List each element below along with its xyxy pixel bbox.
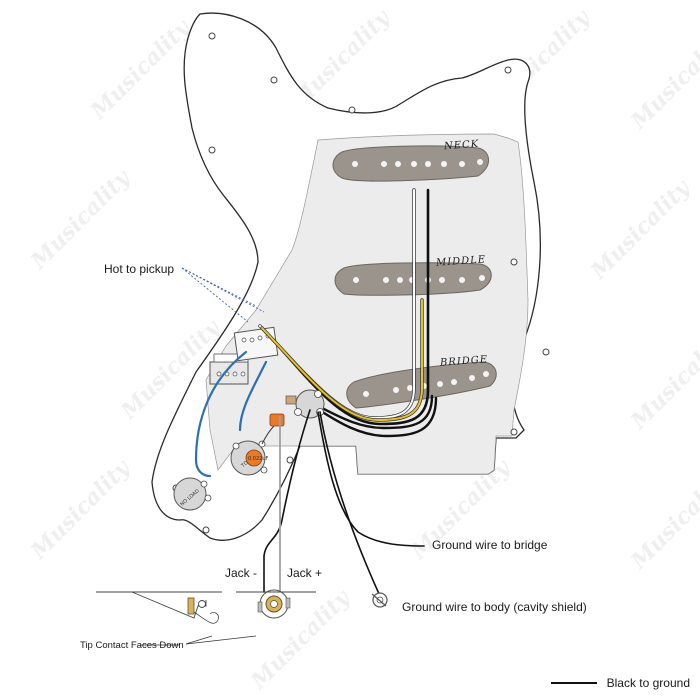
label-jack-minus: Jack - (225, 566, 258, 580)
svg-text:Musicality: Musicality (625, 323, 700, 434)
capacitor: 0.022uF (245, 413, 285, 467)
middle-pole-pieces (353, 275, 485, 283)
ground-wires (263, 409, 425, 597)
pickup-wires (258, 188, 438, 438)
ground-lug (371, 592, 388, 608)
capacitor-text: 0.022uF (248, 456, 268, 462)
svg-text:Musicality: Musicality (585, 173, 696, 284)
legend: Black to ground (550, 676, 690, 690)
hot-to-pickup-leaders (181, 267, 265, 323)
label-tip-contact: Tip Contact Faces Down (80, 640, 184, 651)
svg-text:Musicality: Musicality (625, 23, 700, 134)
volume-pot (285, 389, 325, 419)
pickup-neck (332, 145, 489, 182)
label-ground-wire-body: Ground wire to body (cavity shield) (402, 600, 587, 614)
label-jack-plus: Jack + (287, 566, 323, 580)
svg-text:Musicality: Musicality (25, 163, 136, 274)
jack-side-view (96, 591, 316, 624)
svg-text:Musicality: Musicality (625, 463, 700, 574)
label-ground-wire-bridge: Ground wire to bridge (432, 538, 548, 552)
svg-text:Musicality: Musicality (25, 453, 136, 564)
output-jack (257, 589, 291, 619)
legend-label: Black to ground (606, 676, 690, 690)
tip-contact-leaders (140, 635, 257, 646)
neck-pole-pieces (352, 159, 483, 167)
legend-black-line (550, 682, 597, 684)
blue-jumper-wires (194, 350, 268, 478)
svg-text:Musicality: Musicality (85, 13, 196, 124)
no-load-pot: NO LOAD (173, 477, 212, 511)
label-hot-to-pickup: Hot to pickup (104, 262, 175, 276)
